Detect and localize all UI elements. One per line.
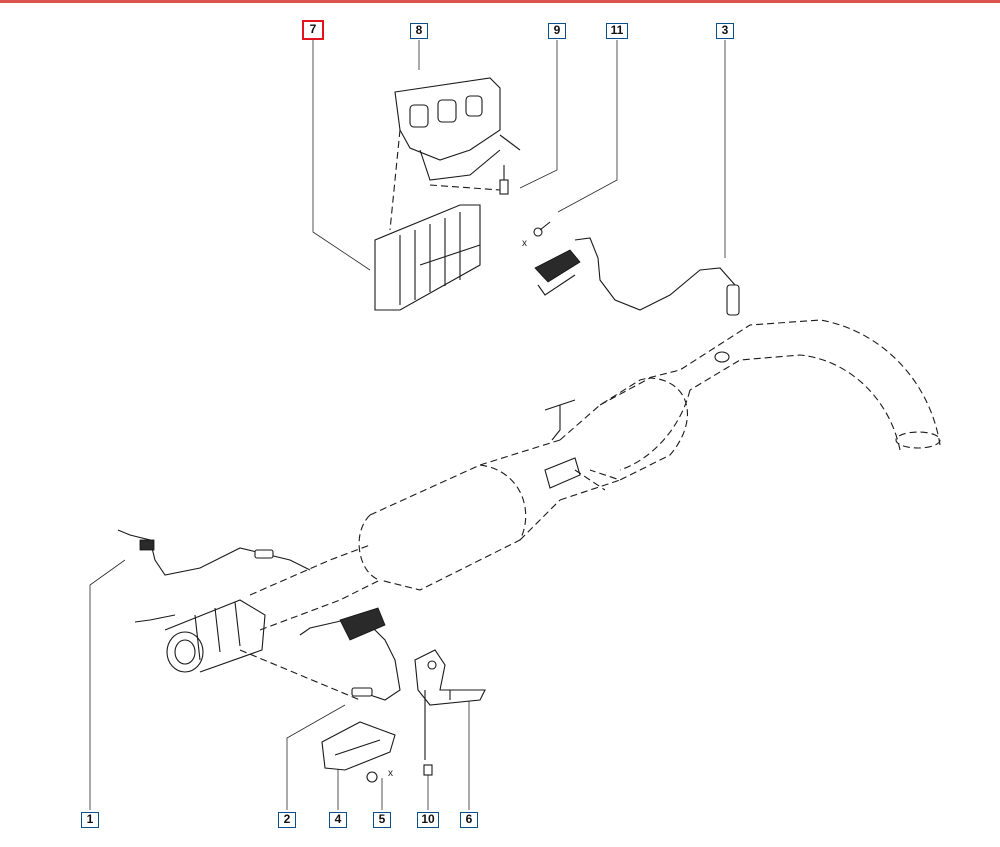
bolt-9 (499, 165, 509, 195)
callout-6[interactable]: 6 (460, 812, 478, 828)
heat-shield-4 (321, 721, 396, 771)
callout-3[interactable]: 3 (716, 23, 734, 39)
nut-5 (366, 771, 378, 783)
rear-sensor-2 (299, 607, 401, 701)
heat-shield-bracket (389, 77, 521, 231)
finned-module (374, 204, 481, 311)
callout-2[interactable]: 2 (278, 812, 296, 828)
callout-5[interactable]: 5 (373, 812, 391, 828)
callout-10[interactable]: 10 (417, 812, 439, 828)
bolt-10 (423, 764, 433, 776)
callout-4[interactable]: 4 (329, 812, 347, 828)
callout-9[interactable]: 9 (548, 23, 566, 39)
front-oxygen-sensor-1 (117, 529, 311, 576)
callout-7[interactable]: 7 (302, 20, 324, 40)
callout-8[interactable]: 8 (410, 23, 428, 39)
exhaust-pipe (134, 319, 941, 701)
x-mark: x (388, 768, 393, 779)
control-module-11 (533, 221, 736, 311)
callout-11[interactable]: 11 (606, 23, 628, 39)
sensor-3 (714, 284, 740, 363)
x-mark: x (522, 238, 527, 249)
callout-1[interactable]: 1 (81, 812, 99, 828)
mount-bracket-6 (414, 649, 486, 760)
leader-lines (89, 40, 726, 810)
top-rule (0, 0, 1000, 3)
